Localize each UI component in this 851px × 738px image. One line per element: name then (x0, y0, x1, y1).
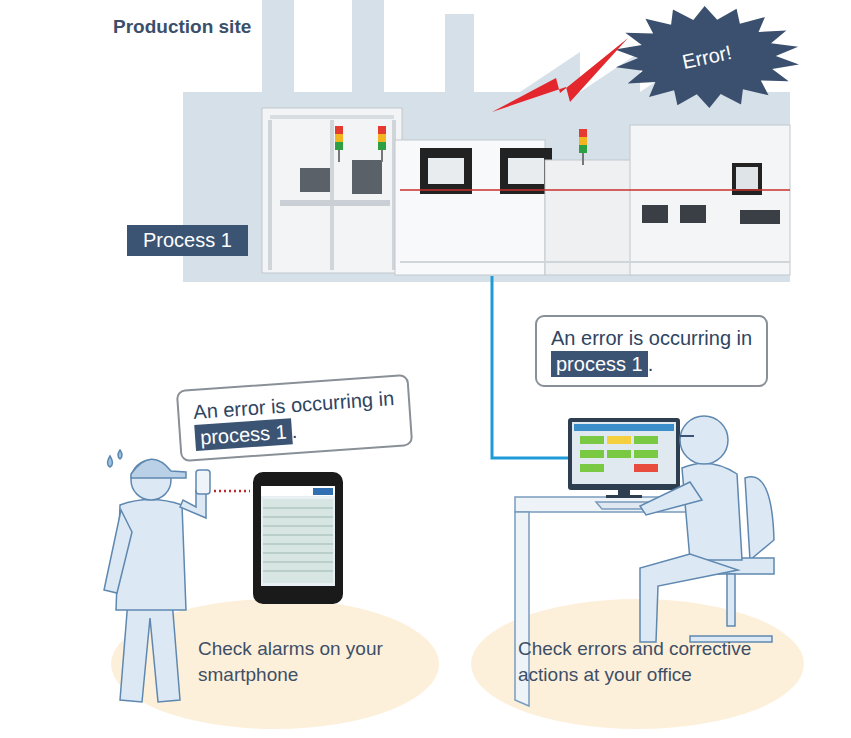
production-machines (428, 158, 464, 184)
production-machines (736, 167, 758, 189)
production-machines (300, 168, 330, 192)
production-machines (508, 158, 544, 184)
production-machines (630, 125, 790, 275)
office-monitor (572, 422, 676, 484)
dotted-link (214, 490, 250, 493)
node-text: Check errors and corrective actions at y… (518, 636, 790, 687)
smartphone (253, 472, 343, 604)
smartphone (263, 517, 333, 518)
signal-towers (338, 150, 340, 162)
production-machines (545, 160, 633, 275)
message-bubble: An error is occurring inprocess 1. (176, 374, 414, 462)
smartphone (263, 544, 333, 545)
smartphone (261, 486, 335, 496)
error-burst-shape (615, 6, 799, 108)
signal-towers (582, 153, 584, 165)
smartphone (263, 499, 333, 583)
node-text: Check alarms on your smartphone (198, 636, 430, 687)
node-text: Error! (680, 41, 734, 74)
office-monitor (634, 436, 658, 444)
smartphone (263, 508, 333, 509)
office-monitor (580, 436, 604, 444)
signal-towers (335, 142, 343, 150)
signal-towers (579, 145, 587, 153)
ellipse-ground (471, 599, 804, 729)
standing-worker (131, 459, 186, 478)
office-monitor (568, 418, 680, 498)
production-machines (400, 261, 790, 263)
office-monitor (634, 450, 658, 458)
seated-worker (727, 574, 735, 626)
signal-towers (378, 142, 386, 150)
production-machines (740, 210, 780, 224)
seated-worker (682, 463, 742, 560)
office-monitor (607, 436, 631, 444)
signal-towers (381, 150, 383, 162)
office-monitor (568, 418, 680, 490)
seated-worker (640, 482, 702, 515)
production-machines (280, 200, 390, 206)
standing-worker (196, 470, 210, 494)
node-text: An error is occurring in (551, 325, 752, 351)
office-monitor (574, 424, 674, 431)
error-burst: Error! (612, 4, 802, 110)
action-ellipse: Check alarms on your smartphone (110, 598, 440, 730)
production-machines (395, 140, 545, 275)
production-machines (268, 120, 272, 270)
smartphone (313, 488, 333, 495)
node-text: An error is occurring in (192, 385, 395, 425)
smartphone (263, 562, 333, 563)
action-ellipse: Check errors and corrective actions at y… (470, 598, 805, 730)
seated-worker (680, 416, 728, 464)
production-machines (500, 148, 552, 194)
standing-worker (108, 456, 113, 467)
node-text: Production site (113, 16, 251, 38)
office-monitor (634, 464, 658, 472)
production-machines (680, 205, 706, 223)
node-text: . (648, 353, 654, 375)
node-text: process 1 (556, 353, 643, 375)
signal-towers (579, 129, 587, 137)
smartphone (263, 508, 333, 571)
smartphone (263, 535, 333, 536)
smartphone (261, 486, 335, 586)
standing-worker (118, 450, 122, 459)
node-text: process 1 (199, 421, 287, 449)
production-machines (262, 108, 402, 273)
production-machines (400, 189, 790, 191)
process-highlight: process 1 (194, 418, 292, 451)
signal-towers (378, 134, 386, 142)
smartphone (263, 526, 333, 527)
production-machines (352, 160, 382, 194)
seated-worker (745, 477, 774, 560)
production-machines (420, 148, 472, 194)
node-text: . (291, 420, 298, 442)
smartphone (253, 472, 343, 604)
smartphone (263, 571, 333, 572)
office-monitor (606, 495, 642, 498)
signal-towers (378, 126, 386, 134)
message-bubble: An error is occurring inprocess 1. (535, 315, 768, 387)
signal-towers (335, 126, 343, 134)
bubble-line: process 1. (551, 351, 752, 377)
production-machines (270, 115, 394, 119)
signal-towers (579, 137, 587, 145)
office-monitor (580, 450, 604, 458)
office-monitor (607, 450, 631, 458)
ellipse-ground (111, 599, 439, 729)
production-machines (642, 205, 668, 223)
process-highlight: process 1 (551, 351, 648, 377)
office-monitor (580, 464, 604, 472)
signal-towers (335, 134, 343, 142)
node-text: Process 1 (143, 229, 232, 251)
process-label: Process 1 (127, 225, 248, 256)
standing-worker (104, 510, 132, 593)
smartphone (263, 553, 333, 554)
seated-worker (680, 435, 694, 437)
production-machines (330, 120, 334, 270)
